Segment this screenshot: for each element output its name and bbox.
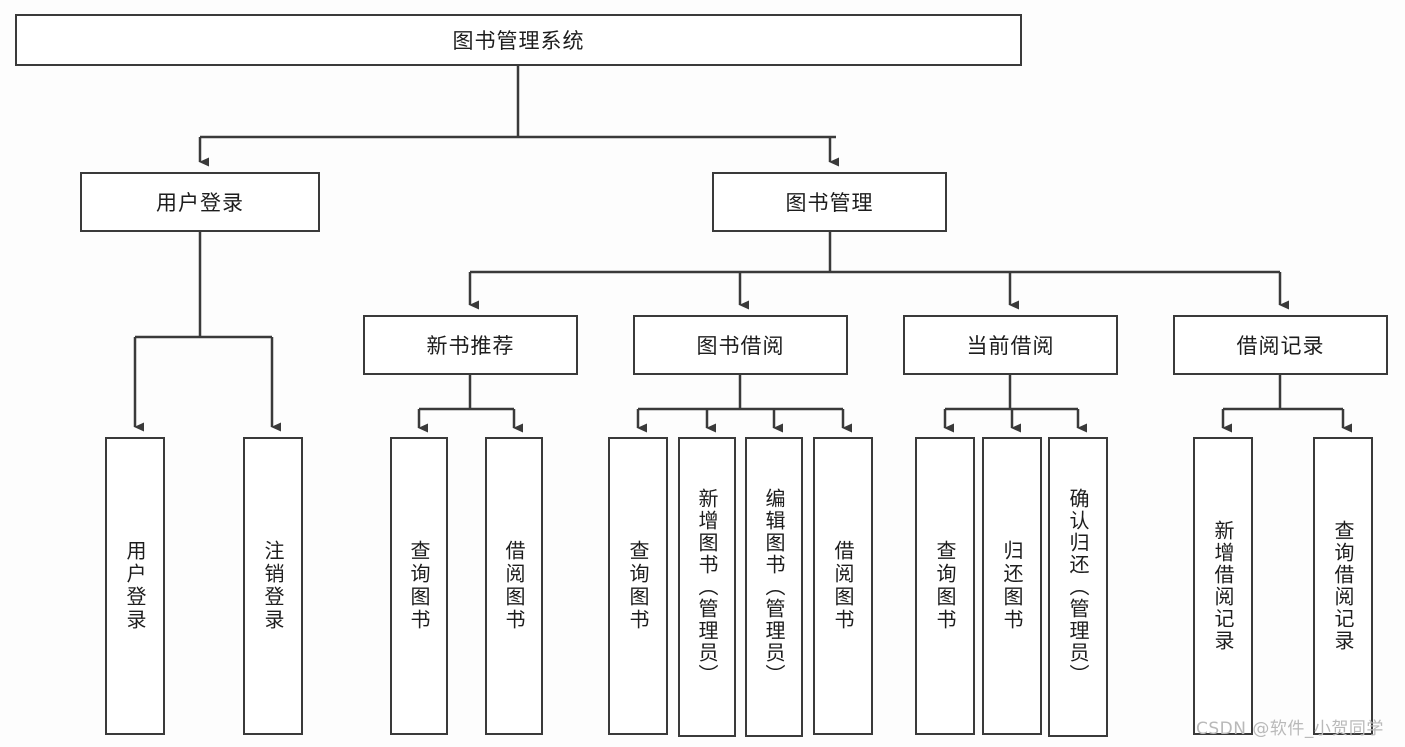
node-label: 新增借阅记录 [1211, 520, 1235, 652]
node-leaf-user-login[interactable]: 用户登录 [105, 437, 165, 735]
node-label: 归还图书 [1000, 540, 1024, 632]
node-leaf-logout[interactable]: 注销登录 [243, 437, 303, 735]
node-label: 查询借阅记录 [1331, 520, 1355, 652]
node-label: 图书管理 [785, 191, 874, 215]
node-label: 图书管理系统 [452, 29, 585, 53]
node-label: 查询图书 [626, 540, 650, 632]
node-leaf-query-books-current[interactable]: 查询图书 [915, 437, 975, 735]
node-label: 图书借阅 [696, 334, 785, 358]
node-book-management[interactable]: 图书管理 [712, 172, 947, 232]
node-new-book-recommendation[interactable]: 新书推荐 [363, 315, 578, 375]
node-label: 新增图书（管理员） [695, 488, 719, 686]
edges-userlogin-to-leaves [133, 232, 281, 432]
node-label: 编辑图书（管理员） [762, 488, 786, 686]
edges-current-to-leaves [943, 375, 1087, 433]
edges-newbook-to-leaves [417, 375, 523, 433]
node-leaf-borrow-books[interactable]: 借阅图书 [813, 437, 873, 735]
node-borrow-records[interactable]: 借阅记录 [1173, 315, 1388, 375]
edges-bookmgmt-to-level3 [468, 232, 1289, 310]
node-user-login[interactable]: 用户登录 [80, 172, 320, 232]
node-book-borrowing[interactable]: 图书借阅 [633, 315, 848, 375]
node-leaf-edit-book-admin[interactable]: 编辑图书（管理员） [745, 437, 803, 737]
node-label: 查询图书 [407, 540, 431, 632]
node-current-borrowing[interactable]: 当前借阅 [903, 315, 1118, 375]
node-leaf-query-books-borrow[interactable]: 查询图书 [608, 437, 668, 735]
node-leaf-query-books-newbook[interactable]: 查询图书 [390, 437, 448, 735]
node-leaf-add-borrow-record[interactable]: 新增借阅记录 [1193, 437, 1253, 735]
node-label: 借阅图书 [502, 540, 526, 632]
node-label: 用户登录 [156, 191, 244, 215]
node-root-book-management-system[interactable]: 图书管理系统 [15, 14, 1022, 66]
node-leaf-confirm-return-admin[interactable]: 确认归还（管理员） [1048, 437, 1108, 737]
edges-root-to-level2 [198, 66, 839, 167]
node-label: 借阅图书 [831, 540, 855, 632]
node-label: 新书推荐 [426, 334, 515, 358]
csdn-watermark: CSDN @软件_小贺同学 [1196, 719, 1384, 739]
node-label: 用户登录 [123, 540, 147, 632]
node-label: 当前借阅 [966, 334, 1055, 358]
node-leaf-query-borrow-record[interactable]: 查询借阅记录 [1313, 437, 1373, 735]
node-label: 借阅记录 [1236, 334, 1325, 358]
node-label: 注销登录 [261, 540, 285, 632]
node-leaf-borrow-books-newbook[interactable]: 借阅图书 [485, 437, 543, 735]
node-leaf-return-books[interactable]: 归还图书 [982, 437, 1042, 735]
node-label: 确认归还（管理员） [1066, 488, 1090, 686]
node-label: 查询图书 [933, 540, 957, 632]
edges-borrow-to-leaves [636, 375, 852, 433]
edges-records-to-leaves [1221, 375, 1352, 433]
node-leaf-add-book-admin[interactable]: 新增图书（管理员） [678, 437, 736, 737]
